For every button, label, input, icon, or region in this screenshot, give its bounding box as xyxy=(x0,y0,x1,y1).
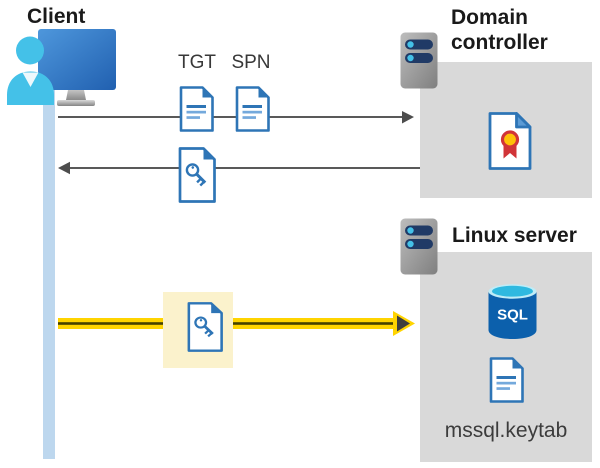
spn-document-icon xyxy=(235,86,270,132)
sql-database-icon: SQL xyxy=(488,284,537,339)
keytab-ticket-arrow xyxy=(58,311,415,336)
linux-server-label: Linux server xyxy=(452,224,577,247)
linux-server-icon xyxy=(400,218,438,275)
ticket-key-document-icon xyxy=(178,147,216,203)
highlighted-key-document-icon xyxy=(187,302,223,352)
key-glyph xyxy=(194,316,214,338)
client-label: Client xyxy=(27,5,86,28)
key-glyph xyxy=(185,163,207,187)
sql-label: SQL xyxy=(497,307,528,324)
dc-server-icon xyxy=(400,32,438,89)
client-lifeline xyxy=(43,86,55,459)
tgt-label: TGT xyxy=(178,52,216,73)
keytab-document-icon xyxy=(489,357,524,403)
client-computer-icon xyxy=(7,29,116,106)
domain-controller-label: Domain controller xyxy=(451,6,548,54)
keytab-filename-label: mssql.keytab xyxy=(444,419,568,442)
response-arrow xyxy=(58,161,420,175)
certificate-icon xyxy=(488,112,532,170)
spn-label: SPN xyxy=(231,52,271,73)
tgt-document-icon xyxy=(179,86,214,132)
